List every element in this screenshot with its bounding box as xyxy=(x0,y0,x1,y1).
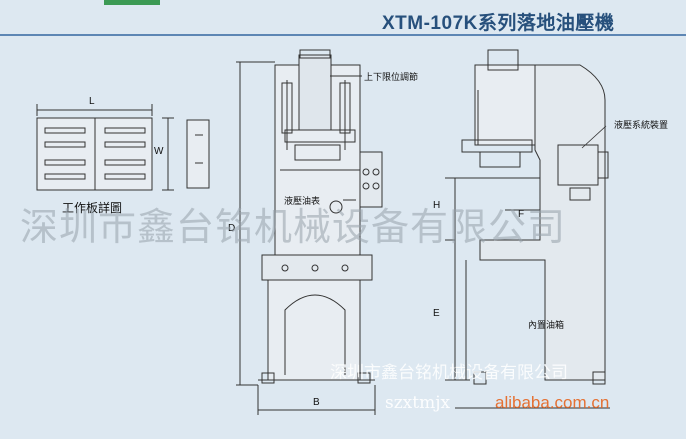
company-watermark-small: 深圳市鑫台铭机械设备有限公司 xyxy=(330,363,568,383)
front-view xyxy=(236,49,383,415)
dimension-L: L xyxy=(89,96,95,107)
oil-tank-label: 內置油箱 xyxy=(528,321,565,331)
dimension-H: H xyxy=(433,200,441,211)
hydraulic-system-label: 液壓系統裝置 xyxy=(614,121,669,131)
title-rule xyxy=(0,34,686,36)
dimension-F: F xyxy=(518,209,525,220)
dimension-B: B xyxy=(313,397,320,408)
header-tag xyxy=(104,0,160,5)
company-watermark: 深圳市鑫台铭机械设备有限公司 xyxy=(20,205,567,249)
pressure-gauge-label: 液壓油表 xyxy=(284,197,321,207)
worktable-side-view xyxy=(186,119,210,189)
dimension-D: D xyxy=(228,223,236,234)
worktable-top-view xyxy=(36,117,153,191)
site-watermark: szxtmjx xyxy=(385,393,451,413)
dimension-E: E xyxy=(433,308,440,319)
page-title: XTM-107K系列落地油壓機 xyxy=(382,13,615,34)
stroke-adjust-label: 上下限位調節 xyxy=(364,73,419,83)
side-view xyxy=(445,49,610,409)
worktable-caption: 工作板詳圖 xyxy=(62,201,123,215)
dimension-W: W xyxy=(154,146,164,157)
alibaba-watermark: alibaba.com.cn xyxy=(495,393,610,412)
